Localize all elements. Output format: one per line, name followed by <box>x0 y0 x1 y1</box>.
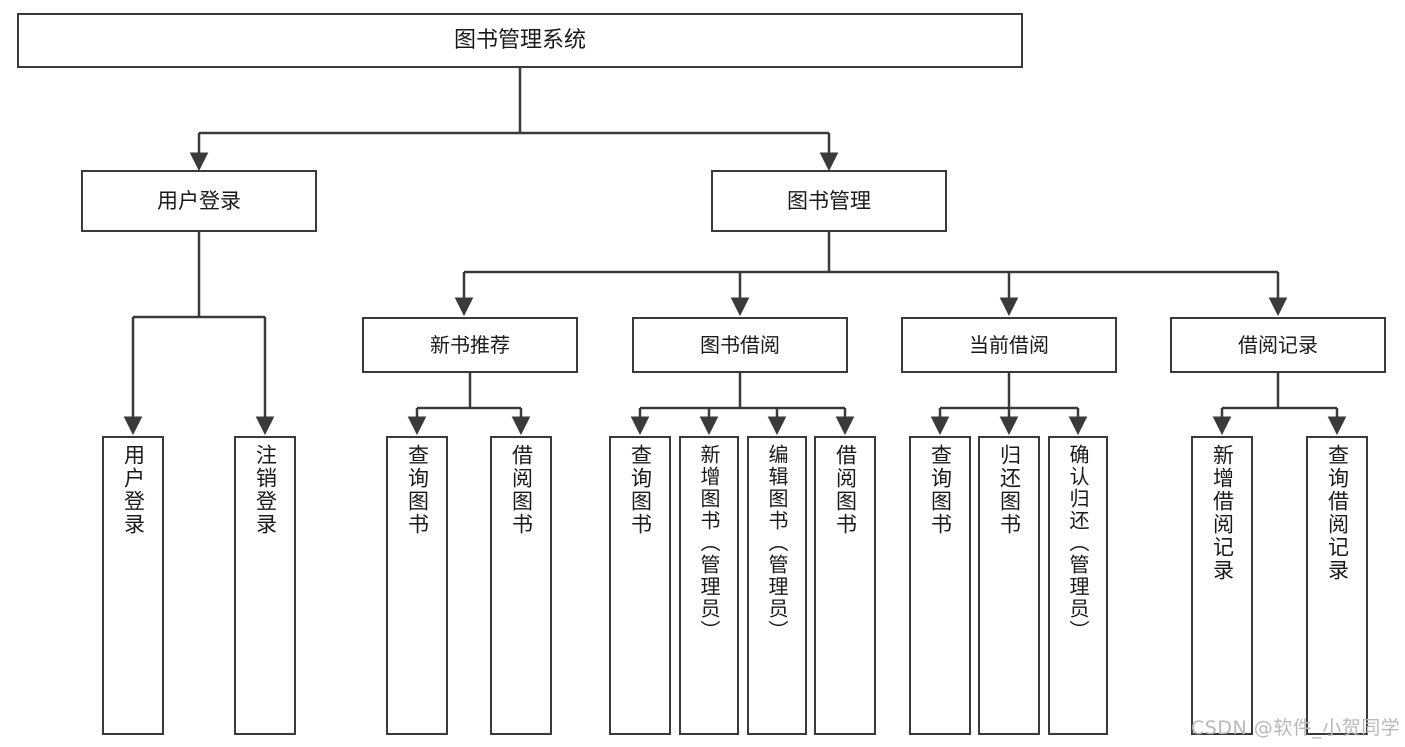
leaf-current-borrow-1-label: 查询图书 <box>928 444 953 536</box>
leaf-borrow-record-2-label: 查询借阅记录 <box>1325 444 1350 582</box>
leaf-new-book-2-label: 借阅图书 <box>509 444 534 536</box>
node-borrow-record-label: 借阅记录 <box>1238 332 1318 357</box>
leaf-book-borrow-3[interactable]: 编辑图书（管理员） <box>747 436 807 735</box>
leaf-borrow-record-1-label: 新增借阅记录 <box>1210 444 1235 582</box>
csdn-watermark: CSDN @软件_小贺同学 <box>1191 717 1401 739</box>
leaf-book-borrow-1-label: 查询图书 <box>628 444 653 536</box>
leaf-current-borrow-3[interactable]: 确认归还（管理员） <box>1048 436 1108 735</box>
leaf-current-borrow-3-label: 确认归还（管理员） <box>1066 444 1090 642</box>
node-new-book-recommend-label: 新书推荐 <box>430 332 510 357</box>
leaf-new-book-2[interactable]: 借阅图书 <box>490 436 552 735</box>
leaf-new-book-1-label: 查询图书 <box>405 444 430 536</box>
leaf-user-login-2-label: 注销登录 <box>253 444 278 536</box>
node-book-management-label: 图书管理 <box>787 188 871 213</box>
node-user-login-label: 用户登录 <box>157 188 241 213</box>
node-borrow-record[interactable]: 借阅记录 <box>1170 317 1386 373</box>
node-current-borrow-label: 当前借阅 <box>969 332 1049 357</box>
leaf-borrow-record-2[interactable]: 查询借阅记录 <box>1306 436 1368 735</box>
node-root-label: 图书管理系统 <box>453 27 586 53</box>
node-book-borrow[interactable]: 图书借阅 <box>632 317 848 373</box>
leaf-book-borrow-4-label: 借阅图书 <box>833 444 858 536</box>
leaf-current-borrow-2[interactable]: 归还图书 <box>978 436 1040 735</box>
leaf-user-login-1-label: 用户登录 <box>121 444 146 536</box>
leaf-book-borrow-2[interactable]: 新增图书（管理员） <box>679 436 739 735</box>
leaf-user-login-1[interactable]: 用户登录 <box>102 436 164 735</box>
leaf-book-borrow-4[interactable]: 借阅图书 <box>814 436 876 735</box>
node-current-borrow[interactable]: 当前借阅 <box>901 317 1117 373</box>
leaf-book-borrow-2-label: 新增图书（管理员） <box>697 444 721 642</box>
node-user-login[interactable]: 用户登录 <box>81 170 317 232</box>
leaf-book-borrow-1[interactable]: 查询图书 <box>609 436 671 735</box>
node-root[interactable]: 图书管理系统 <box>17 13 1023 68</box>
node-book-borrow-label: 图书借阅 <box>700 332 780 357</box>
leaf-user-login-2[interactable]: 注销登录 <box>234 436 296 735</box>
node-new-book-recommend[interactable]: 新书推荐 <box>362 317 578 373</box>
leaf-book-borrow-3-label: 编辑图书（管理员） <box>765 444 789 642</box>
leaf-new-book-1[interactable]: 查询图书 <box>386 436 448 735</box>
leaf-current-borrow-1[interactable]: 查询图书 <box>909 436 971 735</box>
leaf-borrow-record-1[interactable]: 新增借阅记录 <box>1191 436 1253 735</box>
node-book-management[interactable]: 图书管理 <box>711 170 947 232</box>
leaf-current-borrow-2-label: 归还图书 <box>997 444 1022 536</box>
